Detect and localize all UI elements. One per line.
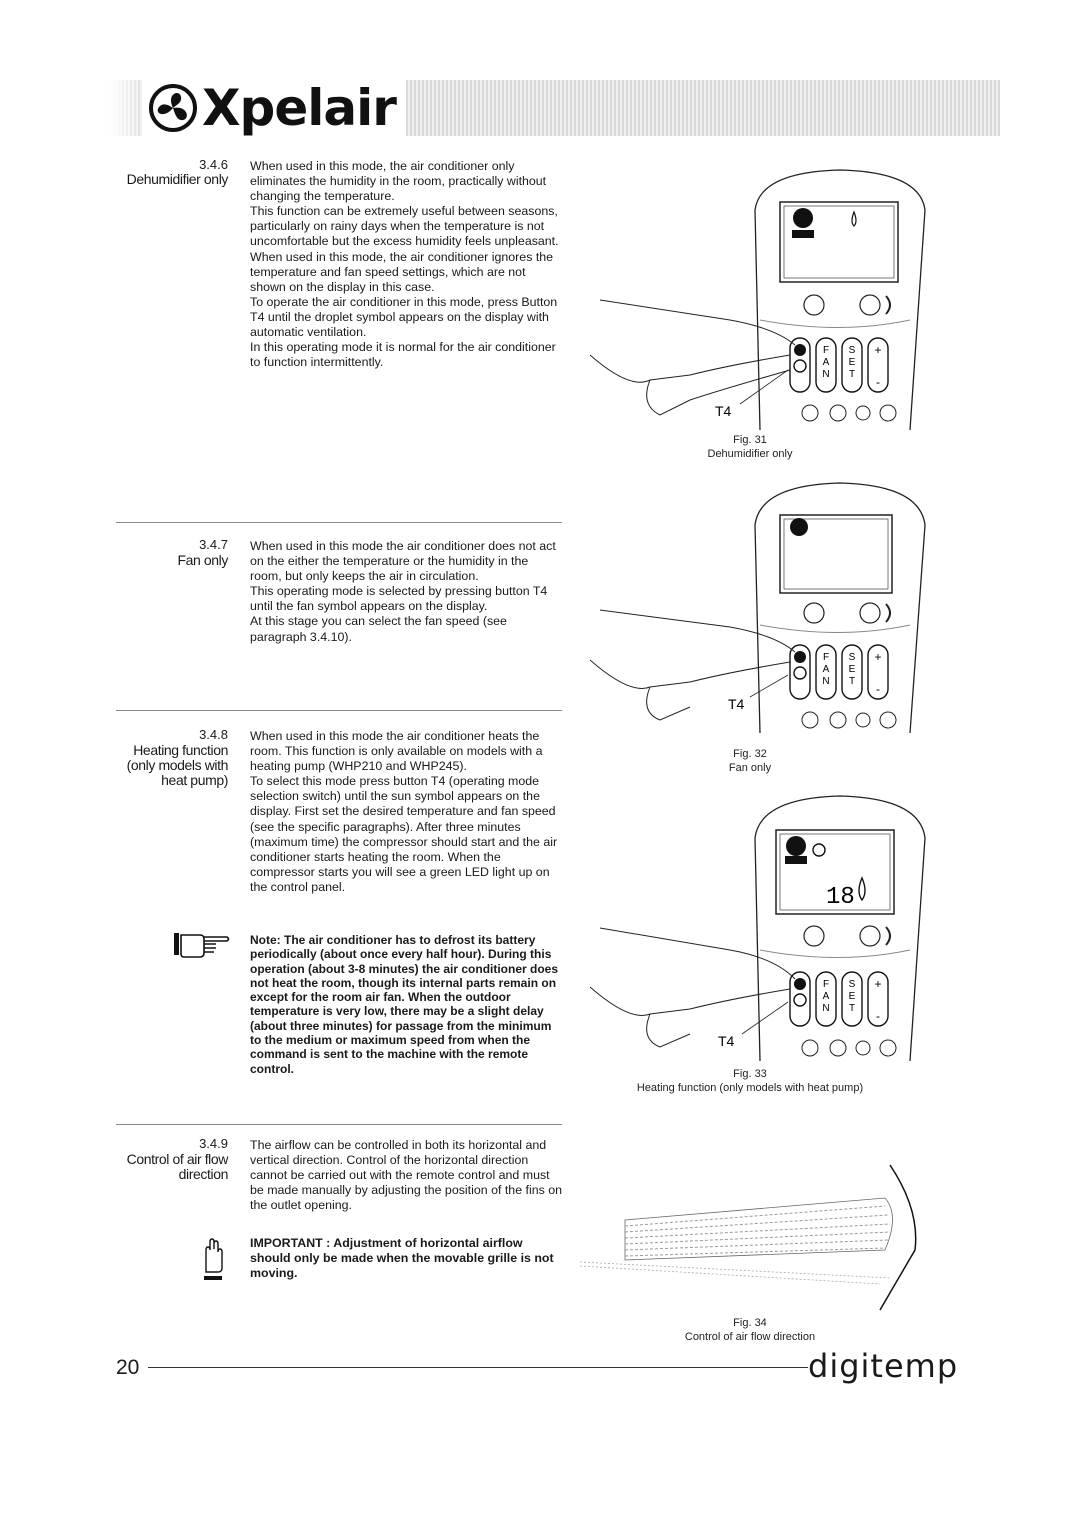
pointing-hand-icon: [172, 927, 232, 964]
svg-text:E: E: [849, 664, 856, 675]
brand-name: Xpelair: [202, 79, 397, 137]
svg-text:N: N: [822, 1003, 829, 1014]
svg-text:F: F: [823, 652, 829, 663]
power-icon: [803, 925, 825, 947]
section-body: When used in this mode, the air conditio…: [250, 159, 563, 370]
svg-text:F: F: [823, 979, 829, 990]
paragraph: When used in this mode the air condition…: [250, 539, 556, 584]
glove-hand-icon: [200, 1236, 226, 1287]
section-divider: [116, 710, 562, 711]
figure-number: Fig. 32: [733, 748, 767, 760]
paragraph: This operating mode is selected by press…: [250, 584, 548, 614]
fan-auto-icon: [786, 836, 806, 856]
figure-caption: Fig. 32 Fan only: [660, 747, 840, 775]
paragraph: To select this mode press button T4 (ope…: [250, 774, 558, 894]
section-body: The airflow can be controlled in both it…: [250, 1138, 563, 1213]
section-title-line: direction: [178, 1166, 229, 1182]
figure-number: Fig. 31: [733, 434, 767, 446]
fan-icon: [790, 518, 808, 536]
svg-text:T: T: [849, 369, 855, 380]
footer-brand: digitemp: [808, 1347, 959, 1385]
section-number: 3.4.8: [199, 727, 228, 742]
paragraph: At this stage you can select the fan spe…: [250, 614, 507, 644]
sleep-icon: [859, 602, 881, 624]
paragraph: To operate the air conditioner in this m…: [250, 294, 558, 340]
section-divider: [116, 1124, 562, 1125]
svg-text:-: -: [876, 682, 880, 696]
page-number: 20: [116, 1356, 140, 1379]
paragraph: The airflow can be controlled in both it…: [250, 1138, 563, 1213]
section-title: Control of air flow direction: [98, 1151, 229, 1182]
power-icon: [803, 294, 825, 316]
section-title-line: heat pump): [161, 772, 228, 788]
svg-text:S: S: [849, 652, 856, 663]
section-number: 3.4.6: [199, 157, 228, 172]
svg-text:F: F: [823, 345, 829, 356]
svg-text:A: A: [823, 664, 830, 675]
paragraph: When used in this mode, the air conditio…: [250, 249, 554, 294]
display-value: 18: [826, 884, 855, 911]
paragraph: This function can be extremely useful be…: [250, 204, 559, 249]
fan-logo-icon: [149, 84, 197, 132]
section-number: 3.4.7: [199, 537, 228, 552]
svg-text:S: S: [849, 345, 856, 356]
figure-title: Fan only: [728, 762, 772, 774]
figure-caption: Fig. 31 Dehumidifier only: [660, 433, 840, 461]
svg-text:+: +: [874, 977, 881, 991]
section-number: 3.4.9: [199, 1136, 228, 1151]
button-label: T4: [718, 1033, 735, 1049]
footer-rule: [148, 1367, 808, 1368]
section-divider: [116, 522, 562, 523]
svg-text:N: N: [822, 369, 829, 380]
svg-text:-: -: [876, 375, 880, 389]
section-title: Dehumidifier only: [126, 171, 229, 187]
section-title-line: Control of air flow: [126, 1151, 229, 1167]
figure-caption: Fig. 33 Heating function (only models wi…: [600, 1067, 900, 1095]
svg-text:E: E: [849, 357, 856, 368]
sleep-icon: [859, 925, 881, 947]
figure-caption: Fig. 34 Control of air flow direction: [640, 1316, 860, 1344]
note-text: Note: The air conditioner has to defrost…: [250, 933, 559, 1076]
svg-text:S: S: [849, 979, 856, 990]
section-body: When used in this mode the air condition…: [250, 539, 563, 645]
section-title: Fan only: [177, 552, 229, 568]
svg-text:A: A: [823, 991, 830, 1002]
droplet-icon: [858, 876, 866, 902]
figure-title: Heating function (only models with heat …: [636, 1082, 864, 1094]
svg-text:N: N: [822, 676, 829, 687]
figure-title: Dehumidifier only: [707, 448, 793, 460]
figure-33-illustration: 18 F A N S E T + - T4: [590, 788, 930, 1063]
fan-auto-icon: [793, 208, 813, 228]
figure-number: Fig. 34: [733, 1317, 767, 1329]
section-title-line: (only models with: [126, 757, 229, 773]
sleep-icon: [859, 294, 881, 316]
section-body: When used in this mode the air condition…: [250, 729, 563, 895]
figure-title: Control of air flow direction: [684, 1331, 816, 1343]
svg-text:E: E: [849, 991, 856, 1002]
svg-text:T: T: [849, 676, 855, 687]
figure-34-illustration: [579, 1160, 930, 1325]
paragraph: When used in this mode, the air conditio…: [250, 159, 547, 204]
svg-text:+: +: [874, 343, 881, 357]
svg-text:A: A: [823, 357, 830, 368]
svg-text:T: T: [849, 1003, 855, 1014]
droplet-icon: [851, 210, 857, 227]
paragraph: When used in this mode the air condition…: [250, 729, 543, 774]
paragraph: In this operating mode it is normal for …: [250, 340, 556, 370]
button-label: T4: [715, 403, 732, 419]
power-icon: [803, 602, 825, 624]
brand-logo: Xpelair: [142, 76, 406, 140]
button-label: T4: [728, 696, 745, 712]
sun-icon: [812, 843, 826, 857]
figure-31-illustration: F A N S E T + - T4: [590, 160, 930, 430]
figure-32-illustration: F A N S E T + - T4: [590, 475, 930, 735]
svg-text:+: +: [874, 650, 881, 664]
svg-text:-: -: [876, 1009, 880, 1023]
section-title-line: Heating function: [133, 742, 228, 758]
figure-number: Fig. 33: [733, 1068, 767, 1080]
section-title: Heating function (only models with heat …: [98, 742, 229, 788]
important-text: IMPORTANT : Adjustment of horizontal air…: [250, 1236, 554, 1281]
